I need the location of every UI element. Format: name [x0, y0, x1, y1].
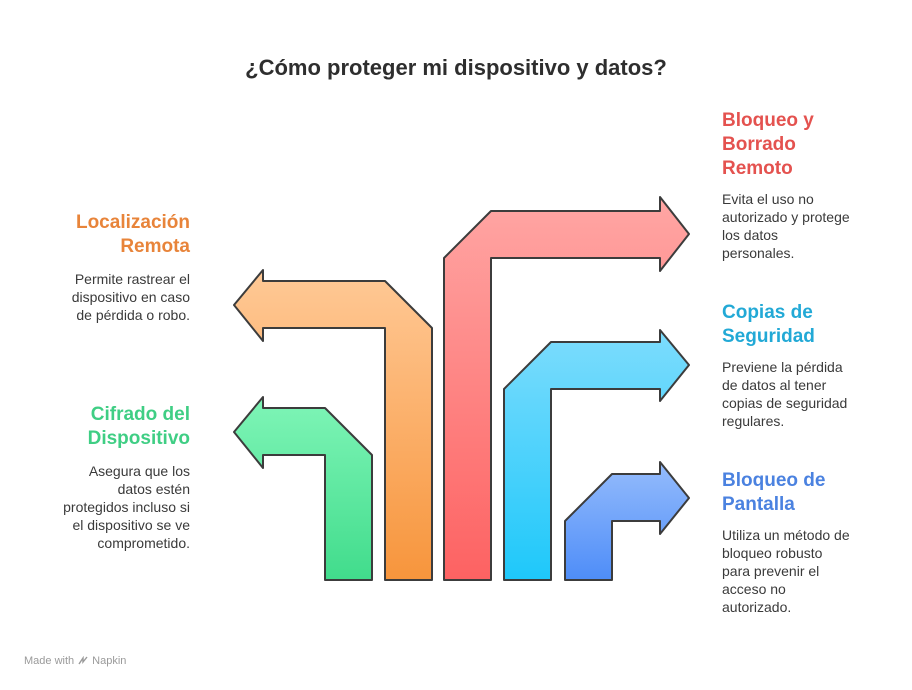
arrow-cifrado — [233, 396, 373, 581]
item-description: Permite rastrear el dispositivo en caso … — [71, 271, 190, 323]
arrow-copias — [503, 329, 690, 581]
footer-text: Made with — [24, 655, 75, 667]
item-title: Localización Remota — [75, 212, 190, 257]
item-title: Bloqueo y Borrado Remoto — [722, 110, 814, 179]
item-title: Copias de Seguridad — [722, 302, 815, 347]
item-bloqueo-pantalla: Bloqueo de Pantalla Utiliza un método de… — [722, 469, 902, 616]
item-description: Previene la pérdida de datos al tener co… — [722, 359, 848, 429]
item-copias: Copias de Seguridad Previene la pérdida … — [722, 301, 902, 430]
arrow-localizacion — [233, 269, 433, 581]
made-with-napkin[interactable]: Made with Napkin — [24, 655, 126, 667]
footer-brand: Napkin — [92, 655, 127, 667]
item-description: Asegura que los datos estén protegidos i… — [63, 463, 190, 551]
page-title: ¿Cómo proteger mi dispositivo y datos? — [245, 55, 667, 80]
item-description: Utiliza un método de bloqueo robusto par… — [722, 527, 850, 615]
item-localizacion: Localización Remota Permite rastrear el … — [20, 211, 190, 324]
napkin-logo-icon — [78, 656, 88, 665]
item-bloqueo-borrado: Bloqueo y Borrado Remoto Evita el uso no… — [722, 109, 902, 262]
item-title: Cifrado del Dispositivo — [87, 404, 190, 449]
item-description: Evita el uso no autorizado y protege los… — [722, 191, 850, 261]
item-title: Bloqueo de Pantalla — [722, 470, 826, 515]
arrow-bloqueo-borrado — [443, 196, 690, 581]
item-cifrado: Cifrado del Dispositivo Asegura que los … — [20, 403, 190, 552]
arrow-bloqueo-pantalla — [564, 461, 690, 581]
